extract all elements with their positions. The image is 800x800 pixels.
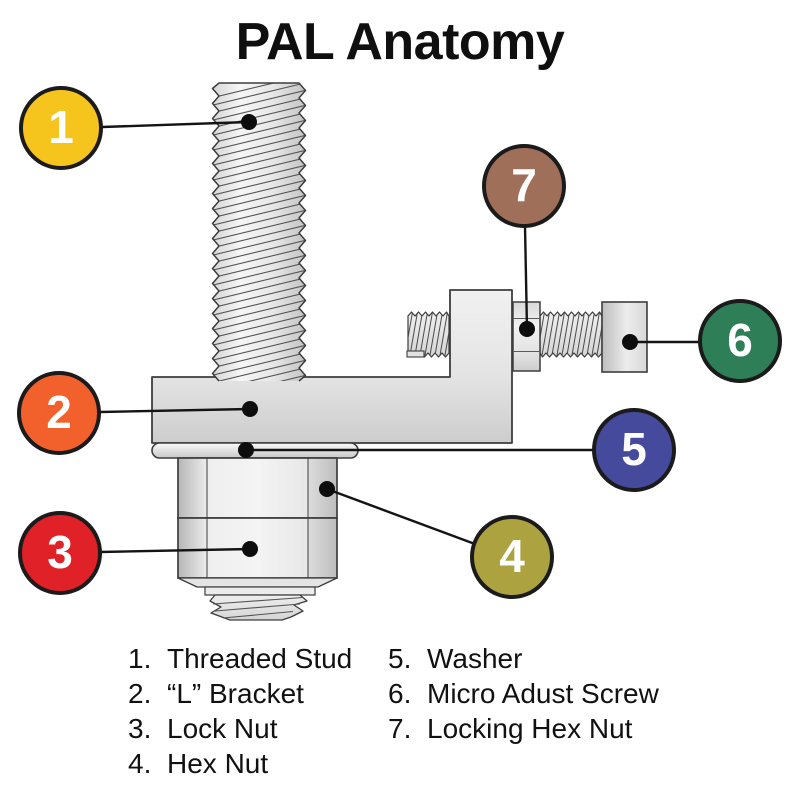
legend-number: 1. (128, 642, 152, 674)
lock-nut-drawing (177, 517, 338, 621)
callout-5-washer: 5 (592, 408, 676, 492)
legend-label: Lock Nut (167, 712, 278, 744)
leader-lines (98, 114, 702, 557)
legend-item: 3. Lock Nut (128, 711, 352, 746)
callout-number: 3 (47, 525, 73, 578)
stud-thread-lines (212, 83, 306, 381)
page-title: PAL Anatomy (235, 13, 565, 71)
leader-dot (622, 334, 638, 350)
legend-column-1: 1. Threaded Stud 2. “L” Bracket 3. Lock Nut… (128, 641, 352, 781)
callout-number: 5 (621, 422, 647, 475)
legend-item: 5. Washer (388, 641, 659, 676)
hex-nut-drawing (177, 457, 338, 519)
legend-item: 4. Hex Nut (128, 746, 352, 781)
leader-dot (242, 401, 258, 417)
legend-column-2: 5. Washer 6. Micro Adust Screw 7. Locking H… (388, 641, 659, 746)
legend-number: 2. (128, 677, 152, 709)
legend-label: Micro Adust Screw (427, 677, 659, 709)
leader-dot (242, 541, 258, 557)
leader-dot (319, 481, 335, 497)
callout-2-l-bracket: 2 (17, 371, 101, 455)
legend-label: Washer (427, 642, 523, 674)
threaded-stud-drawing (211, 82, 307, 382)
legend-number: 4. (128, 747, 152, 779)
legend-label: Hex Nut (167, 747, 269, 779)
callout-number: 6 (727, 313, 753, 366)
legend-number: 3. (128, 712, 152, 744)
callout-1-threaded-stud: 1 (19, 86, 103, 170)
legend-label: Threaded Stud (167, 642, 353, 674)
legend-label: “L” Bracket (167, 677, 304, 709)
legend-label: Locking Hex Nut (427, 712, 633, 744)
legend-item: 7. Locking Hex Nut (388, 711, 659, 746)
legend-item: 6. Micro Adust Screw (388, 676, 659, 711)
legend-item: 1. Threaded Stud (128, 641, 352, 676)
callout-6-micro-adjust-screw: 6 (698, 299, 782, 383)
callout-7-locking-hex-nut: 7 (482, 144, 566, 228)
legend-number: 7. (388, 712, 412, 744)
callout-4-hex-nut: 4 (470, 515, 554, 599)
leader-dot (238, 442, 254, 458)
l-bracket-drawing (151, 289, 513, 444)
callout-number: 2 (46, 385, 72, 438)
callout-3-lock-nut: 3 (18, 511, 102, 595)
callout-number: 1 (48, 100, 74, 153)
legend-item: 2. “L” Bracket (128, 676, 352, 711)
legend-number: 5. (388, 642, 412, 674)
leader-dot (241, 114, 257, 130)
callout-number: 4 (499, 529, 525, 582)
leader-dot (519, 321, 535, 337)
callout-number: 7 (511, 158, 537, 211)
legend-number: 6. (388, 677, 412, 709)
